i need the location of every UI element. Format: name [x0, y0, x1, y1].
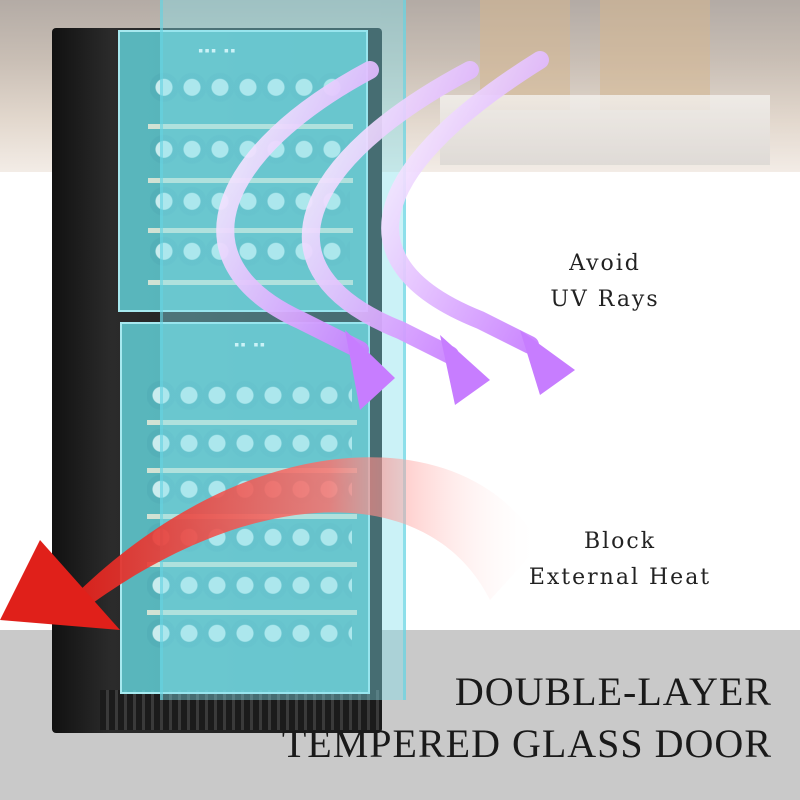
curved-arrow-icon	[216, 61, 395, 410]
curved-arrow-icon	[0, 457, 540, 630]
headline-line1: DOUBLE-LAYER	[454, 669, 772, 714]
heat-callout: Block External Heat	[520, 524, 720, 596]
uv-callout-line2: UV Rays	[550, 287, 660, 312]
temperature-display: ▪▪▪ ▪▪	[198, 46, 237, 56]
shelf	[147, 420, 357, 425]
shelf	[147, 468, 357, 473]
fridge-vent	[100, 690, 380, 730]
cabinet	[600, 0, 710, 110]
curved-arrow-icon	[301, 61, 490, 405]
bottle-row	[147, 618, 352, 652]
curved-arrow-icon	[381, 51, 575, 395]
bottle-row	[147, 428, 352, 462]
bottle-row	[147, 380, 352, 414]
uv-callout-line1: Avoid	[569, 251, 641, 276]
heat-callout-line2: External Heat	[528, 565, 712, 590]
shelf	[147, 562, 357, 567]
bottle-row	[147, 570, 352, 604]
uv-callout: Avoid UV Rays	[540, 246, 670, 318]
shelf	[148, 228, 353, 233]
shelf	[148, 124, 353, 129]
headline-line2: TEMPERED GLASS DOOR	[281, 721, 772, 766]
kitchen-counter	[440, 95, 770, 165]
temperature-display: ▪▪ ▪▪	[234, 340, 267, 350]
shelf	[148, 178, 353, 183]
heat-callout-line1: Block	[583, 529, 657, 554]
shelf	[147, 610, 357, 615]
